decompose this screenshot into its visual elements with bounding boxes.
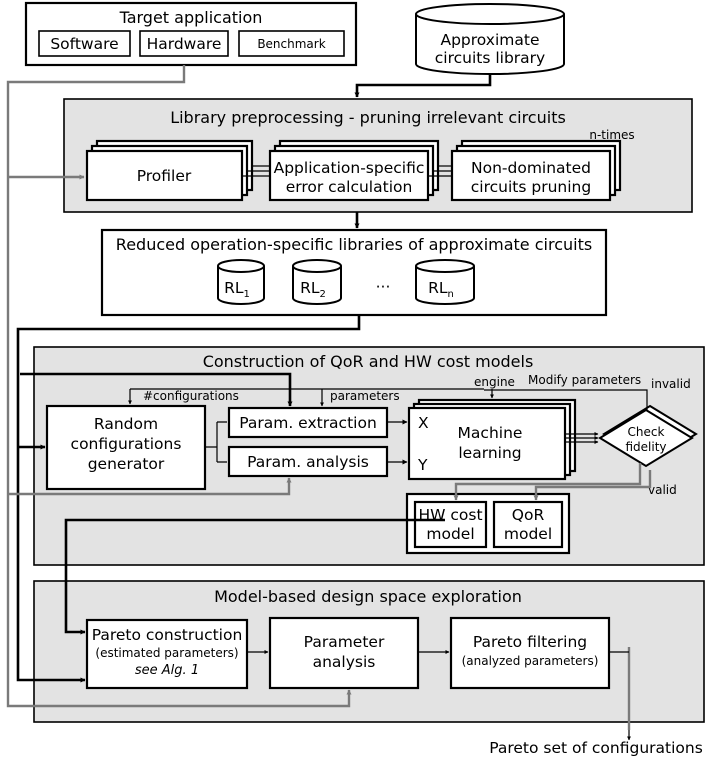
hardware-label: Hardware (147, 35, 222, 53)
check-fidelity-diamond: Check fidelity (598, 404, 698, 468)
rln-sub: n (448, 289, 454, 300)
generator-split-lines (205, 421, 227, 463)
pruning-line1: Non-dominated (471, 159, 591, 177)
check-line1: Check (628, 425, 665, 439)
rl2-cylinder: RL2 (292, 259, 342, 305)
y-input-label: Y (417, 456, 428, 474)
approximate-library-cylinder: Approximate circuits library (415, 3, 565, 75)
rl2-base: RL (300, 279, 320, 297)
rl1-sub: 1 (244, 289, 250, 300)
svg-text:RL1: RL1 (224, 279, 250, 300)
valid-label: valid (648, 483, 677, 497)
generator-line3: generator (88, 455, 165, 473)
exploration-title: Model-based design space exploration (214, 587, 522, 606)
extraction-label: Param. extraction (239, 414, 377, 432)
parameter-analysis-box: Parameter analysis (268, 616, 420, 690)
construction-title: Construction of QoR and HW cost models (203, 352, 534, 371)
reduced-libraries: Reduced operation-specific libraries of … (100, 228, 608, 317)
parameters-label: parameters (330, 389, 400, 403)
target-application: Target application Software Hardware Ben… (24, 1, 358, 67)
library-to-preprocessing-arrow (354, 74, 492, 98)
filter-line2: (analyzed parameters) (462, 654, 599, 668)
filter-line1: Pareto filtering (473, 633, 587, 651)
benchmark-label: Benchmark (257, 37, 325, 51)
modify-parameters-line (484, 389, 648, 410)
software-label: Software (50, 35, 118, 53)
pareto-construction-box: Pareto construction (estimated parameter… (85, 618, 249, 690)
analysis-label: Param. analysis (247, 453, 369, 471)
generator-line2: configurations (71, 435, 182, 453)
pareto-line1: Pareto construction (92, 626, 243, 644)
ml-line1: Machine (458, 424, 523, 442)
x-input-label: X (418, 414, 429, 432)
error-line1: Application-specific (274, 159, 425, 177)
ntimes-label: n-times (589, 128, 634, 142)
reduced-title: Reduced operation-specific libraries of … (116, 235, 592, 254)
generator-line1: Random (94, 415, 158, 433)
rln-base: RL (428, 279, 448, 297)
random-generator-box: Random configurations generator (45, 404, 207, 491)
rl1-cylinder: RL1 (217, 259, 265, 305)
library-line1: Approximate (440, 31, 539, 49)
pruning-line2: circuits pruning (471, 178, 591, 196)
profiler-label: Profiler (137, 167, 192, 185)
target-to-parameter-analysis-arrow (6, 65, 352, 708)
reduced-to-extraction-arrow (20, 372, 293, 407)
models-to-pareto-arrow (64, 518, 445, 635)
black-arrows (16, 74, 492, 683)
stack-connectors (242, 165, 452, 177)
target-to-param-analysis-arrow (8, 477, 292, 496)
ml-line2: learning (458, 444, 521, 462)
param-analysis-line1: Parameter (304, 633, 385, 651)
thin-arrows (128, 388, 648, 741)
rln-cylinder: RLn (415, 259, 475, 305)
pareto-line2: (estimated parameters) (95, 646, 238, 660)
qor-model-line1: QoR (512, 506, 545, 524)
reduced-to-pareto-arrow (16, 315, 361, 683)
svg-text:RL2: RL2 (300, 279, 326, 300)
error-calculation-stack: Application-specific error calculation (268, 139, 440, 202)
qor-model-line2: model (504, 525, 552, 543)
machine-learning-stack: X Y Machine learning (407, 398, 577, 481)
modify-parameters-label: Modify parameters (528, 373, 641, 387)
rl1-base: RL (224, 279, 244, 297)
engine-label: engine (474, 375, 515, 389)
gray-arrows (6, 65, 652, 730)
check-line2: fidelity (625, 440, 666, 454)
profiler-stack: Profiler (85, 139, 254, 202)
preprocessing-title: Library preprocessing - pruning irreleva… (170, 108, 566, 127)
svg-text:RLn: RLn (428, 279, 454, 300)
invalid-label: invalid (651, 377, 691, 391)
target-title: Target application (119, 8, 263, 27)
pareto-set-output: Pareto set of configurations (489, 739, 703, 757)
models-container: HW cost model QoR model (405, 492, 571, 555)
pareto-filtering-box: Pareto filtering (analyzed parameters) (449, 616, 611, 690)
pareto-line3: see Alg. 1 (135, 663, 199, 678)
param-analysis-box: Param. analysis (227, 445, 389, 478)
rl-ellipsis: ··· (376, 278, 391, 296)
param-analysis-line2: analysis (313, 653, 376, 671)
pruning-stack: Non-dominated circuits pruning (450, 139, 622, 202)
library-line2: circuits library (435, 49, 545, 67)
error-line2: error calculation (286, 178, 413, 196)
valid-to-qor-model-arrow (533, 470, 652, 501)
param-extraction-box: Param. extraction (227, 406, 389, 439)
rl2-sub: 2 (320, 289, 326, 300)
hw-model-line2: model (426, 525, 474, 543)
valid-to-hw-model-arrow (453, 463, 642, 501)
configurations-label: #configurations (143, 389, 239, 403)
